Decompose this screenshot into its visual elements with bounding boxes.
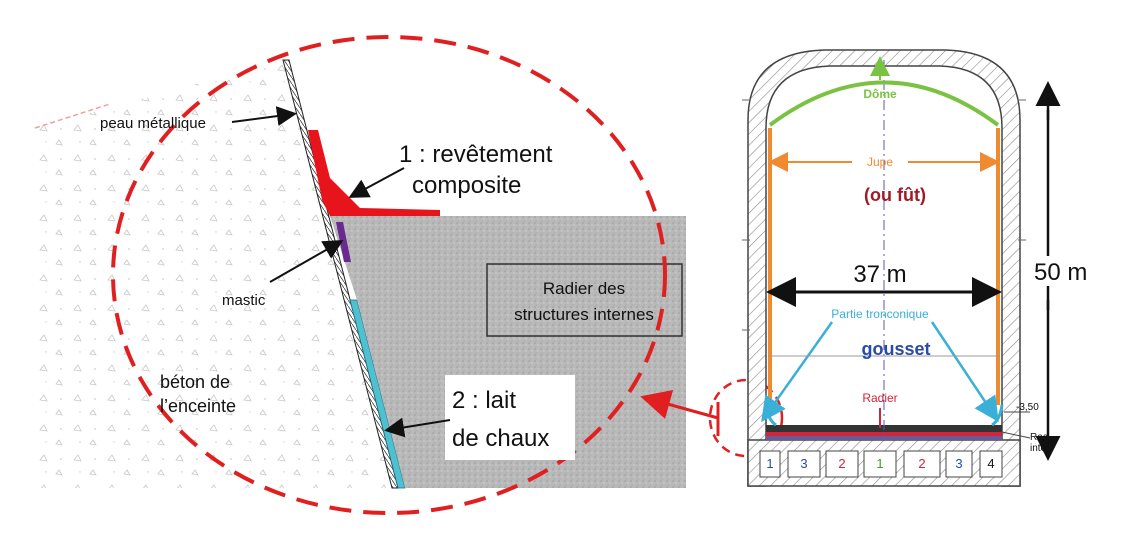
containment-concrete bbox=[35, 60, 392, 488]
gallery-number: 3 bbox=[955, 456, 962, 471]
zoom-circle bbox=[111, 35, 667, 515]
radier-section-label: Radier bbox=[862, 391, 897, 405]
peau-metallique-label: peau métallique bbox=[100, 115, 206, 132]
radier-cut-label2: inter bbox=[1030, 443, 1050, 454]
gallery-box bbox=[787, 450, 821, 478]
lait-label-line1: 2 : lait bbox=[452, 387, 516, 414]
beton-label-line1: béton de bbox=[160, 372, 230, 392]
beton-label-line2: l’enceinte bbox=[160, 396, 236, 416]
internal-raft bbox=[330, 216, 686, 488]
dome-label: Dôme bbox=[863, 87, 897, 101]
level-label: -3,50 bbox=[1016, 402, 1039, 413]
gusset-right bbox=[991, 404, 1004, 427]
tronconique-arrow-left bbox=[761, 321, 834, 423]
mastic-arrow bbox=[269, 240, 344, 283]
containment-section: 1 3 2 1 2 3 4 Dôme Jupe (ou fût) 37 m Pa… bbox=[742, 49, 1090, 487]
gallery-number: 1 bbox=[876, 456, 883, 471]
gallery-box bbox=[863, 450, 897, 478]
gallery-box bbox=[979, 450, 1003, 478]
detail-view: Radier des structures internes peau méta… bbox=[34, 35, 686, 515]
revetement-label-line1: 1 : revêtement bbox=[399, 141, 553, 168]
peau-metallique-arrow bbox=[231, 106, 297, 126]
gallery-box bbox=[759, 450, 781, 478]
radier-label-box bbox=[486, 263, 683, 337]
lait-arrow bbox=[384, 417, 451, 438]
radier-label-line1: Radier des bbox=[543, 279, 625, 298]
composite-coating bbox=[308, 130, 440, 216]
concrete-edge bbox=[34, 103, 111, 129]
radier-cut-leader bbox=[1001, 431, 1031, 439]
gallery-number: 2 bbox=[918, 456, 925, 471]
gallery-number: 1 bbox=[766, 456, 773, 471]
lait-label-box bbox=[445, 375, 575, 460]
gallery-box bbox=[945, 450, 973, 478]
zoom-link-arrow bbox=[640, 389, 719, 420]
gallery-number: 3 bbox=[800, 456, 807, 471]
height-label: 50 m bbox=[1034, 259, 1087, 286]
raft-purple-layer bbox=[766, 436, 1002, 440]
fut-label: (ou fût) bbox=[864, 185, 926, 205]
jupe-label: Jupe bbox=[867, 155, 893, 169]
tronconique-label: Partie tronconique bbox=[831, 307, 929, 321]
gallery-box bbox=[903, 450, 941, 478]
diameter-label: 37 m bbox=[853, 261, 906, 288]
gousset-label: gousset bbox=[861, 339, 930, 359]
revetement-label-line2: composite bbox=[412, 172, 521, 199]
tronconique-arrow-right bbox=[930, 321, 999, 423]
radier-label-line2: structures internes bbox=[514, 305, 654, 324]
gallery-number: 2 bbox=[838, 456, 845, 471]
gallery-box bbox=[825, 450, 859, 478]
mastic-layer bbox=[336, 222, 351, 262]
revetement-arrow bbox=[348, 167, 405, 198]
galleries: 1 3 2 1 2 3 4 bbox=[759, 450, 1003, 478]
gusset-left bbox=[764, 404, 777, 427]
gallery-number: 4 bbox=[987, 456, 994, 471]
dome-line bbox=[768, 80, 1000, 127]
radier-cut-label1: Rac bbox=[1030, 432, 1048, 443]
lait-label-line2: de chaux bbox=[452, 425, 549, 452]
mastic-label: mastic bbox=[222, 292, 266, 309]
height-label-bg bbox=[1034, 256, 1090, 286]
